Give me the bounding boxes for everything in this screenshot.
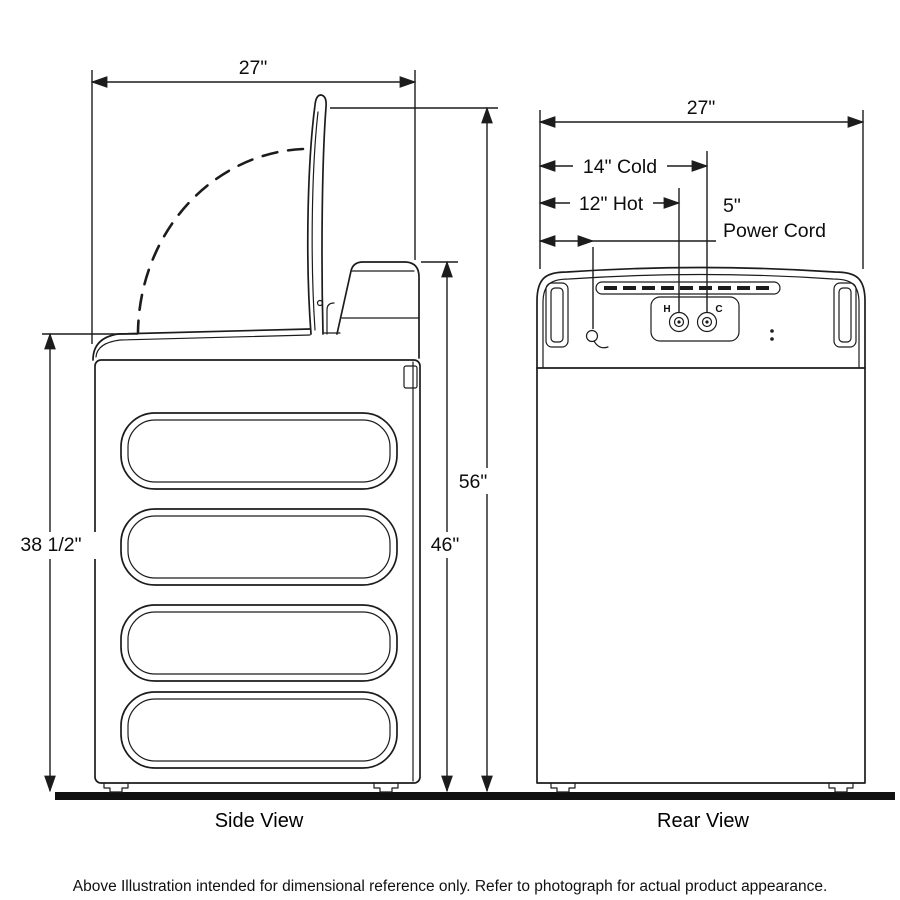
foot bbox=[373, 782, 399, 793]
dim-height-console-label: 46" bbox=[431, 534, 460, 556]
groove-outer bbox=[120, 412, 398, 490]
foot bbox=[103, 782, 129, 793]
side-view-caption: Side View bbox=[215, 810, 304, 832]
groove-inner bbox=[127, 611, 391, 675]
groove-outer bbox=[120, 604, 398, 682]
top-deck-inner bbox=[95, 334, 311, 358]
floor-line bbox=[55, 792, 895, 800]
power-cord-outlet bbox=[585, 329, 599, 343]
lid-swing-arc bbox=[136, 147, 305, 334]
groove-outer bbox=[120, 691, 398, 769]
dim-height-cabinet-label: 38 1/2" bbox=[20, 534, 81, 556]
vent-grille bbox=[595, 281, 781, 295]
label-mask bbox=[450, 468, 496, 494]
footer-note: Above Illustration intended for dimensio… bbox=[73, 878, 828, 895]
cold-water-inlet bbox=[696, 311, 718, 333]
rear-view-dimensions: 27" 14" Cold 12" Hot 5" Power Cord bbox=[538, 97, 865, 329]
cold-port-label: C bbox=[715, 304, 722, 315]
rear-view-drawing: H C bbox=[536, 266, 866, 793]
dim-height-lid-open-label: 56" bbox=[459, 471, 488, 493]
dim-width-label: 27" bbox=[687, 97, 716, 119]
side-view-drawing bbox=[92, 94, 421, 793]
rear-cabinet bbox=[536, 367, 866, 784]
rear-panel-dots bbox=[770, 329, 774, 341]
label-mask bbox=[422, 532, 468, 558]
side-view-dimensions: 27" 56" 46" 38 1/2" bbox=[6, 57, 498, 793]
hot-port-label: H bbox=[663, 304, 670, 315]
power-cord-text: Power Cord bbox=[723, 220, 826, 242]
foot bbox=[828, 782, 854, 793]
groove-inner bbox=[127, 698, 391, 762]
rear-top-panel bbox=[536, 266, 866, 369]
inlet-panel bbox=[650, 296, 740, 342]
groove-inner bbox=[127, 419, 391, 483]
power-cord bbox=[593, 340, 609, 349]
lid-hinge-pin bbox=[316, 299, 324, 307]
groove-outer bbox=[120, 508, 398, 586]
cabinet-grooves bbox=[120, 412, 398, 769]
rear-left-bracket bbox=[545, 282, 569, 348]
cabinet-outline bbox=[94, 359, 421, 784]
rear-view-caption: Rear View bbox=[657, 810, 749, 832]
dim-hot-label: 12" Hot bbox=[579, 193, 644, 215]
foot bbox=[550, 782, 576, 793]
lid-hinge-detail bbox=[326, 302, 335, 335]
dim-power-cord-label: 5" bbox=[723, 195, 741, 217]
groove-inner bbox=[127, 515, 391, 579]
dim-depth-label: 27" bbox=[239, 57, 268, 79]
open-lid bbox=[306, 94, 327, 335]
console-outline bbox=[336, 261, 420, 359]
rear-top-panel-inner bbox=[542, 273, 860, 369]
side-view-feet bbox=[103, 782, 399, 793]
rear-right-bracket bbox=[833, 282, 857, 348]
hot-water-inlet bbox=[668, 311, 690, 333]
label-mask bbox=[6, 532, 98, 559]
rear-cap-detail bbox=[403, 365, 418, 389]
open-lid-inner bbox=[311, 111, 319, 331]
dim-cold-label: 14" Cold bbox=[583, 156, 657, 178]
rear-view-feet bbox=[550, 782, 854, 793]
